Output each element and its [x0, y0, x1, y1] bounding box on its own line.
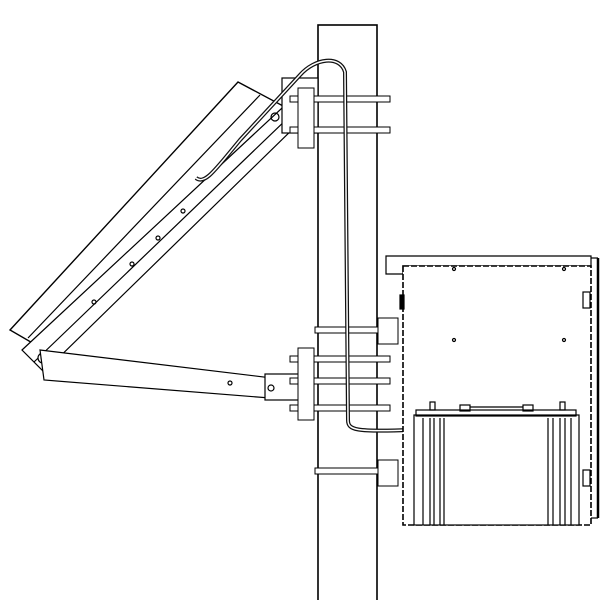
- mounting-rail: [21, 107, 301, 373]
- u-bolt-clamps: [289, 87, 399, 487]
- cable: [194, 58, 411, 433]
- battery: [413, 401, 580, 526]
